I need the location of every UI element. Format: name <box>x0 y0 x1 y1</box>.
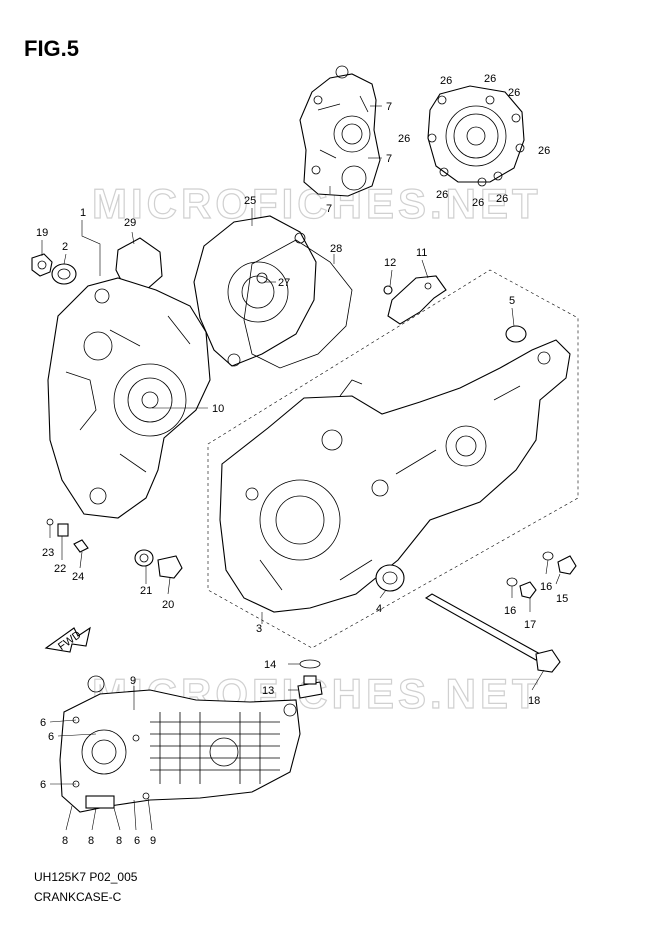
callout-6a: 6 <box>40 717 46 729</box>
callout-18: 18 <box>528 695 540 707</box>
callout-15: 15 <box>556 593 568 605</box>
callout-9a: 9 <box>130 675 136 687</box>
callout-2: 2 <box>62 241 68 253</box>
callout-22: 22 <box>54 563 66 575</box>
part-bolt-15 <box>557 555 577 575</box>
callout-11: 11 <box>416 247 427 259</box>
callout-7b: 7 <box>386 153 392 165</box>
leader-lines <box>41 105 561 831</box>
callout-9b: 9 <box>150 835 156 847</box>
callout-13: 13 <box>262 685 274 697</box>
callout-27: 27 <box>278 277 290 289</box>
figure-name: CRANKCASE-C <box>34 890 122 904</box>
callout-12: 12 <box>384 257 396 269</box>
callout-26b: 26 <box>484 73 496 85</box>
part-crankcase-left-1 <box>47 277 211 519</box>
figure-title: FIG.5 <box>24 36 80 61</box>
callout-26c: 26 <box>508 87 520 99</box>
part-small-23-22-24 <box>46 518 89 553</box>
part-washer-21 <box>134 549 154 567</box>
callout-1: 1 <box>80 207 86 219</box>
callout-26g: 26 <box>472 197 484 209</box>
callout-16a: 16 <box>540 581 552 593</box>
part-crankcase-right-3 <box>207 269 579 649</box>
part-plug-20 <box>157 555 183 579</box>
part-bearing-4 <box>375 564 405 592</box>
fwd-arrow-icon: FWD <box>44 626 91 653</box>
callout-4: 4 <box>376 603 382 615</box>
callout-26f: 26 <box>436 189 448 201</box>
part-bolt-17 <box>519 581 537 599</box>
callout-26e: 26 <box>538 145 550 157</box>
part-bracket-29 <box>115 237 163 291</box>
figure-code: UH125K7 P02_005 <box>34 870 138 884</box>
part-stator-cover <box>427 85 525 187</box>
callout-29: 29 <box>124 217 136 229</box>
callout-14: 14 <box>264 659 276 671</box>
part-bearing-2 <box>51 263 77 285</box>
callout-28: 28 <box>330 243 342 255</box>
part-crankcase-cover-left <box>193 215 317 367</box>
callout-10: 10 <box>212 403 224 415</box>
callout-8a: 8 <box>62 835 68 847</box>
callout-5: 5 <box>509 295 515 307</box>
part-nut-19 <box>31 253 53 277</box>
part-gasket-28 <box>243 239 353 369</box>
callout-6d: 6 <box>134 835 140 847</box>
callout-8c: 8 <box>116 835 122 847</box>
callout-26h: 26 <box>496 193 508 205</box>
part-bracket-11 <box>387 275 447 325</box>
part-bush-5 <box>505 325 527 343</box>
callout-6c: 6 <box>40 779 46 791</box>
part-crankcase-bottom-view <box>59 675 301 813</box>
callout-21: 21 <box>140 585 152 597</box>
callout-7c: 7 <box>326 203 332 215</box>
part-plug-13 <box>297 675 323 699</box>
part-bolt-12 <box>383 285 393 295</box>
callout-19: 19 <box>36 227 48 239</box>
callout-16b: 16 <box>504 605 516 617</box>
part-crankcase-cover-small <box>299 65 381 197</box>
callout-25: 25 <box>244 195 256 207</box>
callout-24: 24 <box>72 571 84 583</box>
part-oring-14 <box>299 659 321 669</box>
callout-7a: 7 <box>386 101 392 113</box>
callout-17: 17 <box>524 619 536 631</box>
callout-26d: 26 <box>398 133 410 145</box>
callout-20: 20 <box>162 599 174 611</box>
callout-6b: 6 <box>48 731 54 743</box>
part-stud-18 <box>424 593 561 673</box>
callout-8b: 8 <box>88 835 94 847</box>
callout-26a: 26 <box>440 75 452 87</box>
callout-3: 3 <box>256 623 262 635</box>
callout-23: 23 <box>42 547 54 559</box>
